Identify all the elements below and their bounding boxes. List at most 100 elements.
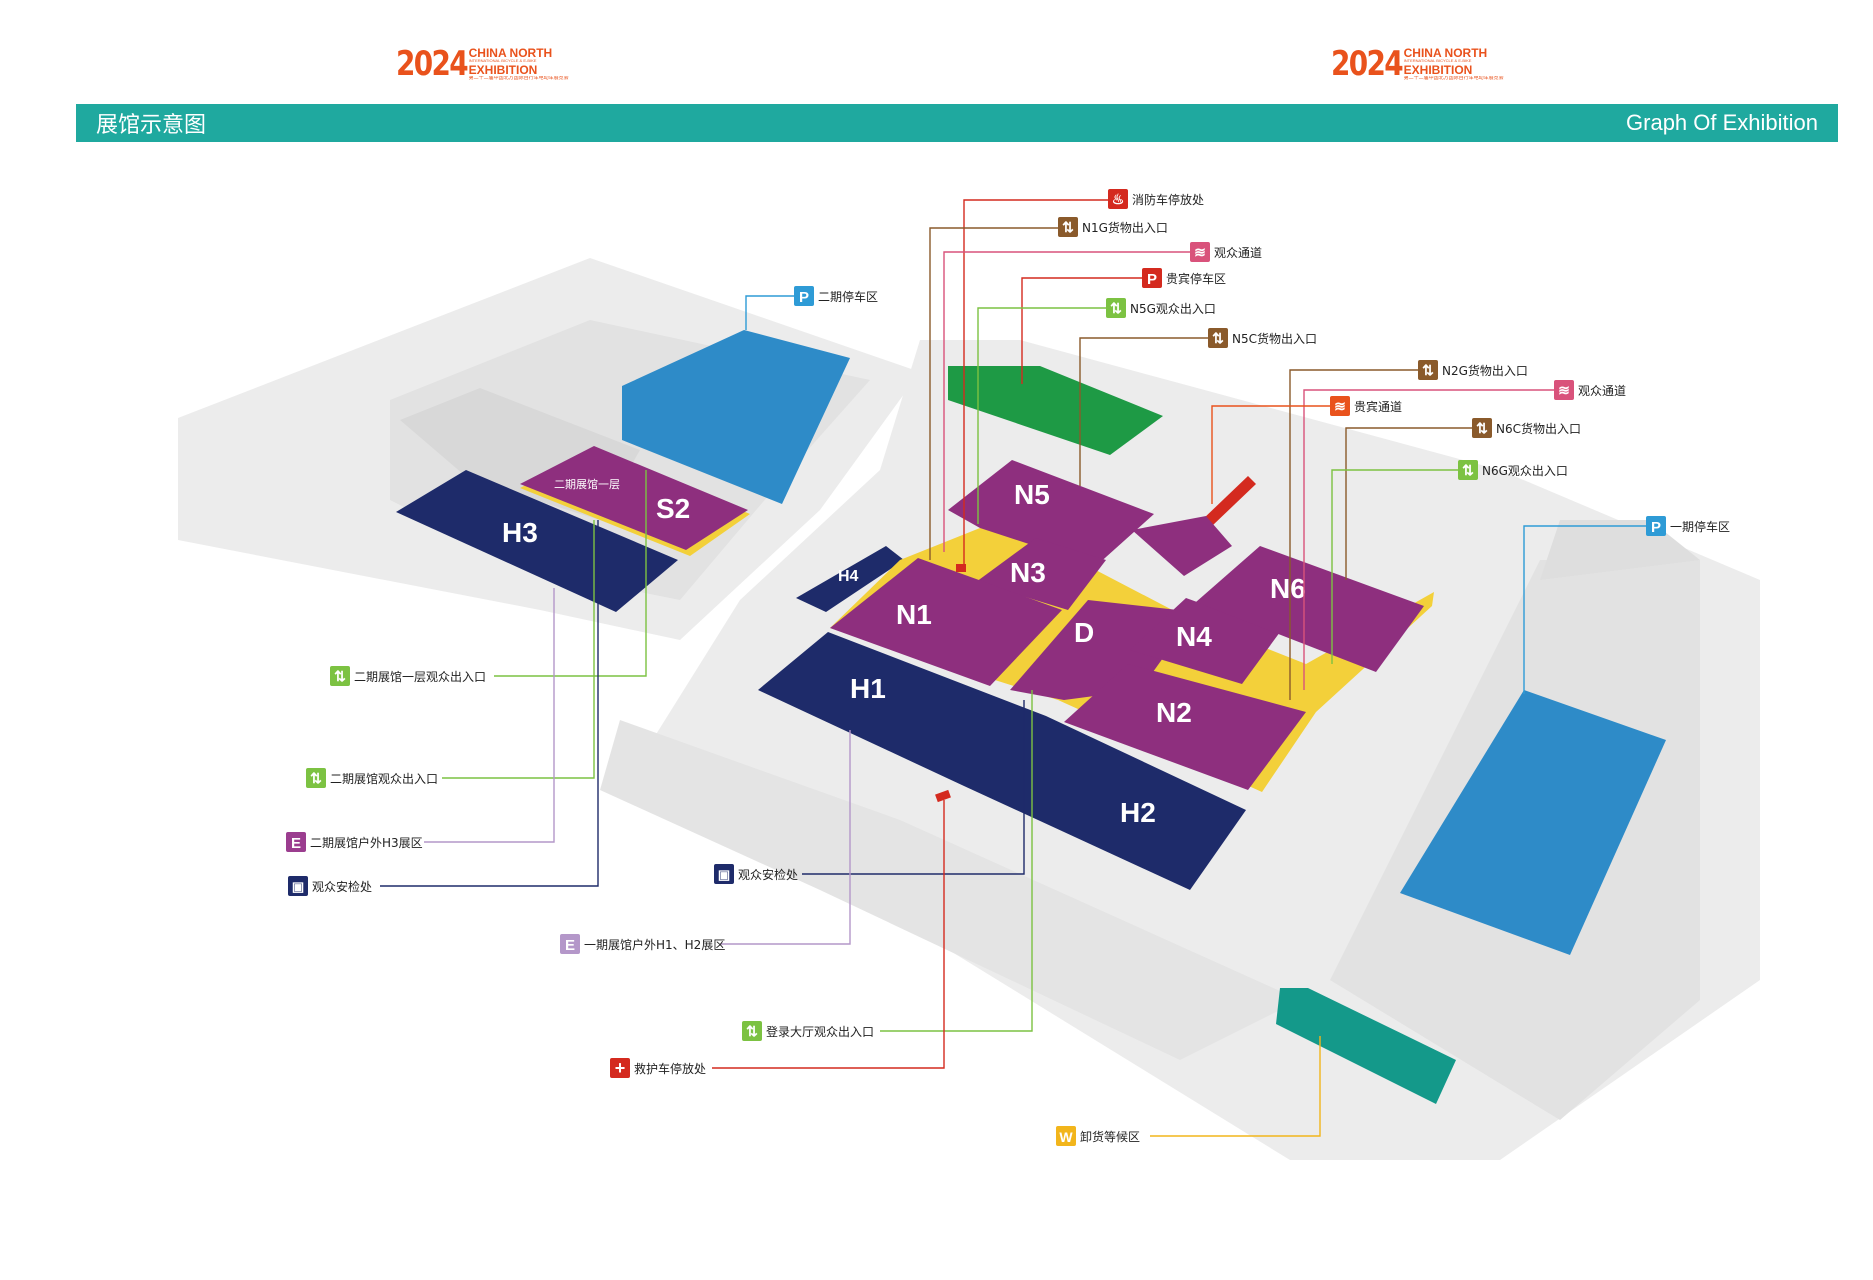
cargo-gate-icon [1058,217,1078,237]
hall-label-n6: N6 [1270,573,1306,604]
leader-ambulance [712,800,945,1069]
legend-glyph: P [799,289,809,306]
legend-label: 观众安检处 [312,879,372,894]
hall-label-s2-sub: 二期展馆一层 [554,477,620,491]
legend-viewer-right: ≋ 观众通道 [1554,380,1626,400]
legend-glyph: ⇅ [1110,300,1122,316]
viewer-passage-icon [1190,242,1210,262]
leader-unload [1150,1036,1321,1137]
legend-s2-entry: ⇅ 二期展馆一层观众出入口 [330,666,486,686]
legend-n5g: ⇅ N5G观众出入口 [1106,298,1216,318]
legend-glyph: E [291,835,301,852]
legend-label: 贵宾通道 [1354,399,1402,414]
logo-line2: EXHIBITION [468,62,538,77]
vip-passage-icon [1330,396,1350,416]
legend-glyph: E [565,937,575,954]
unloading-wait-zone [1276,988,1456,1104]
legend-lobby-entry: ⇅ 登录大厅观众出入口 [742,1021,874,1041]
leader-p2 [745,295,794,330]
legend-ambulance: + 救护车停放处 [610,1058,706,1078]
leader-h3-outdoor [424,588,555,843]
legend-glyph: P [1651,519,1661,536]
legend-label: N5C货物出入口 [1232,331,1317,346]
leader-fire [963,199,1110,565]
leader-lobby-entry [880,690,1033,1032]
hall-label-n4: N4 [1176,621,1212,652]
legend-glyph: ⇅ [1476,420,1488,436]
leader-n5g [977,307,1106,524]
legend-vip-parking: P 贵宾停车区 [1142,268,1226,288]
legend-n5c: ⇅ N5C货物出入口 [1208,328,1317,348]
legend-glyph: ⇅ [1212,330,1224,346]
hall-n5-shape [948,460,1154,566]
leader-n5c [1079,337,1208,486]
cargo-gate-icon [1418,360,1438,380]
legend-label: 一期停车区 [1670,519,1730,534]
legend-glyph: ⇅ [1422,362,1434,378]
logo-year: 2024 [1331,44,1404,84]
hall-h1h2-shape [758,632,1246,890]
cargo-gate-icon [1472,418,1492,438]
hall-n3-shape [976,538,1106,610]
legend-label: N2G货物出入口 [1442,363,1528,378]
logo-line1: CHINA NORTH [1403,45,1488,60]
hall-n2-shape [1064,664,1306,790]
banner-title-en: Graph Of Exhibition [1626,110,1818,135]
legend-n1g: ⇅ N1G货物出入口 [1058,217,1168,237]
logo-line3: 第二十二届中国北方国际自行车电动车展览会 [1403,75,1504,81]
legend-glyph: ≋ [1558,382,1570,398]
hall-n1-shape [830,558,1062,686]
legend-label: 一期展馆户外H1、H2展区 [584,937,725,952]
leader-n2g [1289,369,1418,700]
legend-label: 消防车停放处 [1132,192,1204,207]
legend-security-mid: ▣ 观众安检处 [714,864,798,884]
hall-n6-shape [1196,546,1424,672]
parking-icon [794,286,814,306]
legend-glyph: P [1147,271,1157,288]
legend-glyph: ⇅ [1062,219,1074,235]
legend-viewer-top: ≋ 观众通道 [1190,242,1262,262]
legend-unload: W 卸货等候区 [1056,1126,1140,1146]
visitor-gate-icon [306,768,326,788]
exhibition-logo-right: 2024 CHINA NORTH INTERNATIONAL BICYCLE &… [1331,42,1504,86]
hall-label-n1: N1 [896,599,932,630]
parking-lot-phase1 [1400,690,1666,955]
parking-icon [1142,268,1162,288]
logo-line2: EXHIBITION [1403,62,1473,77]
hall-label-n5: N5 [1014,479,1050,510]
legend-glyph: ⇅ [334,668,346,684]
leader-security-mid [802,700,1025,875]
hall-label-n3: N3 [1010,557,1046,588]
exhibition-logo-left: 2024 CHINA NORTH INTERNATIONAL BICYCLE &… [396,42,569,86]
legend-label: N6G观众出入口 [1482,464,1568,478]
legend-glyph: ≋ [1334,398,1346,414]
legend-label: 二期停车区 [818,289,878,304]
parking-icon [1646,516,1666,536]
legend-glyph: ⇅ [746,1023,758,1039]
security-check-icon [288,876,308,896]
legend-label: 观众通道 [1214,246,1262,260]
legend-glyph: ♨ [1112,191,1125,207]
exhibit-area-icon [560,934,580,954]
fire-truck-icon [1108,189,1128,209]
vip-passage [1202,476,1256,526]
legend-n6c: ⇅ N6C货物出入口 [1472,418,1581,438]
legend-label: N1G货物出入口 [1082,220,1168,235]
legend-n6g: ⇅ N6G观众出入口 [1458,460,1568,480]
visitor-gate-icon [742,1021,762,1041]
legend-h3-outdoor: E 二期展馆户外H3展区 [286,832,423,852]
legend-label: 二期展馆户外H3展区 [310,835,423,850]
legend-n2g: ⇅ N2G货物出入口 [1418,360,1528,380]
ambulance-marker [935,789,951,803]
leader-lines [380,199,1646,1137]
visitor-gate-icon [330,666,350,686]
logo-year: 2024 [396,44,469,84]
hall-label-d: D [1074,617,1094,648]
title-banner: 展馆示意图 Graph Of Exhibition [76,104,1838,142]
legend-label: 二期展馆观众出入口 [330,771,438,786]
leader-viewer-top [943,251,1190,552]
hall-h4-shape [796,546,904,612]
leader-h1h2-outdoor [720,730,851,945]
legend-label: 贵宾停车区 [1166,271,1226,286]
